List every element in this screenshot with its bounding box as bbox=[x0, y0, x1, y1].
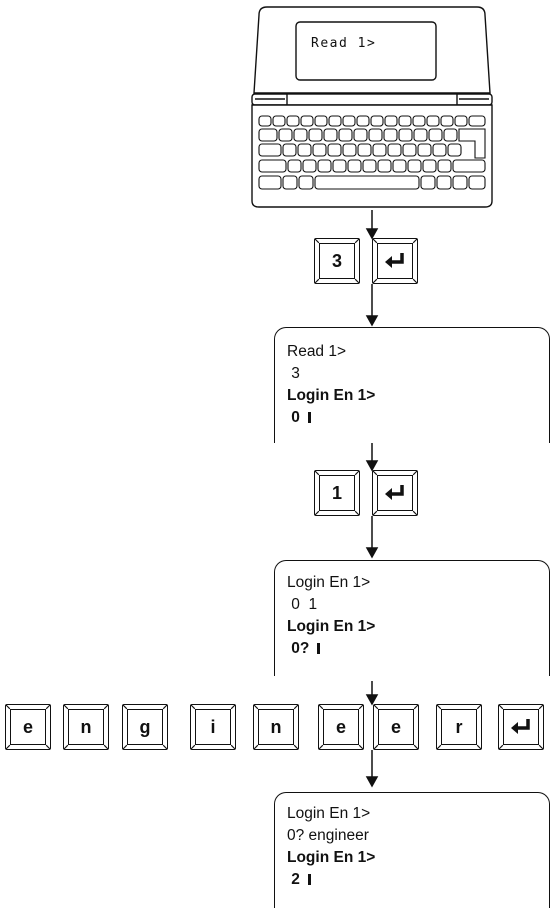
arrow-head bbox=[365, 460, 379, 472]
lcd-screen-step-3: Login En 1> 0? engineer Login En 1> 2 bbox=[274, 792, 550, 908]
key-label: i bbox=[195, 709, 231, 745]
key-label: e bbox=[10, 709, 46, 745]
key-label: 3 bbox=[319, 243, 355, 279]
screen-input-value: 0? bbox=[287, 640, 310, 657]
key-label: e bbox=[378, 709, 414, 745]
screen-input-line: 2 bbox=[287, 871, 311, 889]
screen-line: Login En 1> bbox=[287, 805, 371, 822]
enter-icon bbox=[503, 709, 539, 745]
lcd-screen-step-2: Login En 1> 0 1 Login En 1> 0? bbox=[274, 560, 550, 676]
screen-prompt: Login En 1> bbox=[287, 849, 376, 866]
cursor-icon bbox=[317, 643, 321, 654]
key-label: n bbox=[258, 709, 294, 745]
screen-input-line: 0? bbox=[287, 640, 321, 658]
enter-key[interactable] bbox=[372, 238, 418, 284]
key-g[interactable]: g bbox=[122, 704, 168, 750]
cursor-icon bbox=[307, 412, 311, 423]
arrow-head bbox=[365, 694, 379, 706]
enter-key[interactable] bbox=[498, 704, 544, 750]
key-label: 1 bbox=[319, 475, 355, 511]
cursor-icon bbox=[307, 874, 311, 885]
key-e[interactable]: e bbox=[318, 704, 364, 750]
key-label: e bbox=[323, 709, 359, 745]
arrow-head bbox=[365, 315, 379, 327]
arrow-head bbox=[365, 547, 379, 559]
screen-line: 0 1 bbox=[287, 596, 318, 613]
key-1[interactable]: 1 bbox=[314, 470, 360, 516]
enter-icon bbox=[377, 243, 413, 279]
arrow-head bbox=[365, 776, 379, 788]
key-e[interactable]: e bbox=[5, 704, 51, 750]
screen-prompt: Login En 1> bbox=[287, 387, 376, 404]
screen-prompt: Login En 1> bbox=[287, 618, 376, 635]
screen-input-value: 2 bbox=[287, 871, 300, 888]
screen-line: 3 bbox=[287, 365, 300, 382]
key-label: g bbox=[127, 709, 163, 745]
key-n[interactable]: n bbox=[253, 704, 299, 750]
screen-line: Login En 1> bbox=[287, 574, 371, 591]
key-i[interactable]: i bbox=[190, 704, 236, 750]
enter-icon bbox=[377, 475, 413, 511]
key-3[interactable]: 3 bbox=[314, 238, 360, 284]
lcd-screen-step-1: Read 1> 3 Login En 1> 0 bbox=[274, 327, 550, 443]
enter-key[interactable] bbox=[372, 470, 418, 516]
screen-line: Read 1> bbox=[287, 343, 347, 360]
screen-line: 0? engineer bbox=[287, 827, 369, 844]
screen-input-value: 0 bbox=[287, 409, 300, 426]
key-label: n bbox=[68, 709, 104, 745]
key-e[interactable]: e bbox=[373, 704, 419, 750]
key-n[interactable]: n bbox=[63, 704, 109, 750]
handheld-terminal-illustration bbox=[251, 6, 493, 208]
screen-input-line: 0 bbox=[287, 409, 311, 427]
device-display-text: Read 1> bbox=[311, 36, 377, 51]
key-r[interactable]: r bbox=[436, 704, 482, 750]
arrow-head bbox=[365, 228, 379, 240]
key-label: r bbox=[441, 709, 477, 745]
